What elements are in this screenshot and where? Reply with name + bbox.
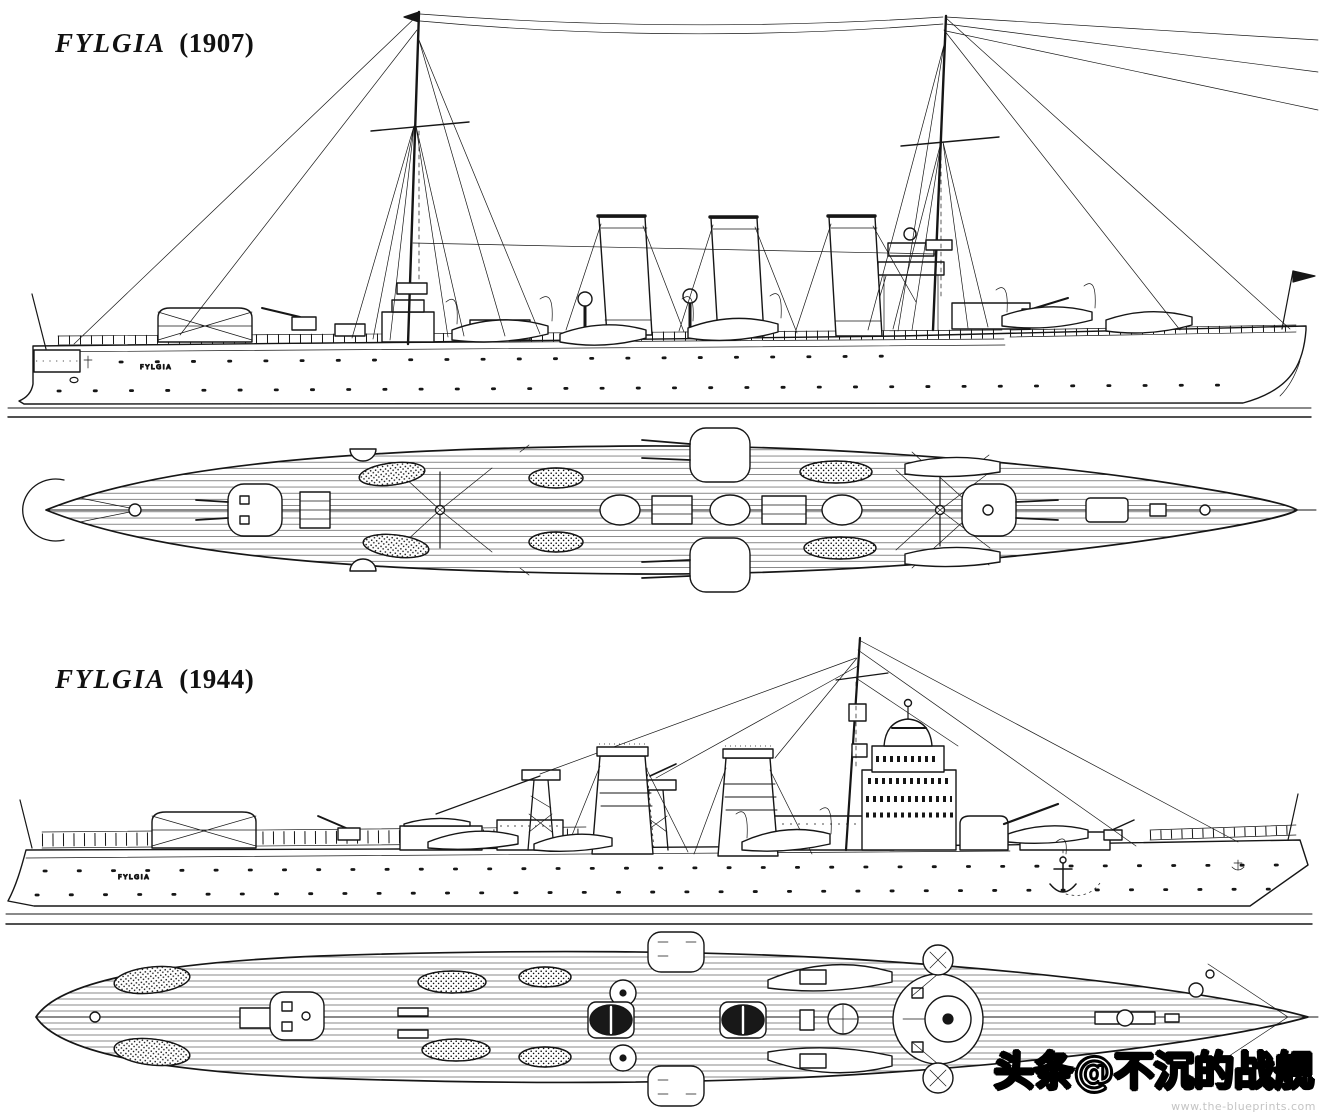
- hull-1907: FYLGIA: [18, 270, 1316, 405]
- hull-name-1944: FYLGIA: [118, 873, 150, 881]
- mast-1944: [774, 636, 1239, 852]
- waterline-1944: [5, 913, 1313, 925]
- plan-fittings-1944: [239, 931, 1204, 1107]
- fylgia-1944-deck-plan-drawing: [35, 931, 1319, 1107]
- watermark-text: 头条@不沉的战舰: [993, 1049, 1315, 1095]
- label-fylgia-1944: FYLGIA (1944): [55, 664, 254, 695]
- fylgia-1907-side-profile-drawing: FYLGIA: [7, 10, 1319, 418]
- label-name-1907: FYLGIA: [55, 28, 167, 58]
- funnels-1907: [565, 214, 917, 337]
- plan-fittings-1907: [79, 427, 1317, 593]
- plan-boats-1944: [113, 965, 572, 1068]
- mainmast-1907: [867, 14, 1319, 332]
- hull-1944: FYLGIA: [7, 793, 1309, 907]
- label-year-1907: (1907): [179, 28, 255, 58]
- aft-gun-anchor-1944: [959, 802, 1103, 896]
- fylgia-1944-side-profile-drawing: FYLGIA: [5, 636, 1313, 925]
- hull-name-1907: FYLGIA: [140, 363, 172, 371]
- funnels-1944: [565, 743, 813, 857]
- bridge-tower-1944: [861, 698, 957, 851]
- ship-boats-1907: [445, 283, 1193, 346]
- label-name-1944: FYLGIA: [55, 664, 167, 694]
- foremast-1907: [73, 10, 944, 346]
- label-year-1944: (1944): [179, 664, 255, 694]
- plan-boats-1907: [358, 456, 1001, 568]
- credit-url: www.the-blueprints.com: [1171, 1100, 1316, 1113]
- boats-1944: [427, 807, 1089, 853]
- waterline: [7, 407, 1312, 418]
- label-fylgia-1907: FYLGIA (1907): [55, 28, 254, 59]
- fylgia-1907-deck-plan-drawing: [22, 427, 1317, 593]
